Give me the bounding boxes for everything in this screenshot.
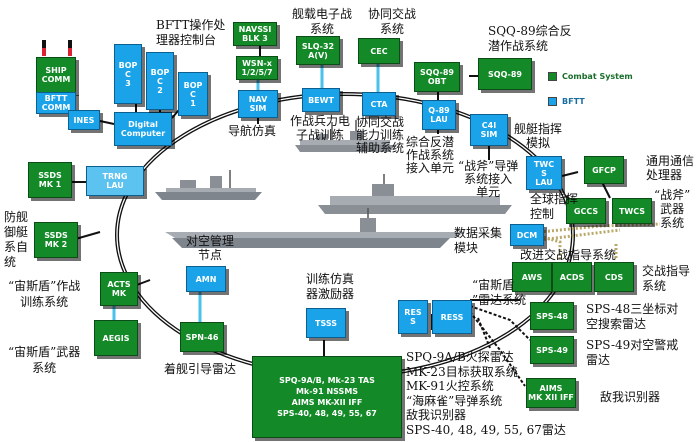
asw-label: 综合反潜 作战系统 接入单元: [406, 135, 455, 175]
c4i-sim-box: C4I SIM: [470, 114, 508, 146]
tsss-box: TSSS: [306, 308, 346, 338]
amphibious-ship: [318, 174, 512, 214]
aircraft-carrier: [165, 208, 465, 248]
gfcp-box: GFCP: [584, 156, 624, 184]
ssds-mk1-box: SSDS MK 1: [28, 162, 72, 198]
wsn-x-box: WSN-x 1/2/5/7: [236, 56, 278, 80]
legend-combat-system: Combat System: [562, 72, 633, 81]
digital-computer-box: Digital Computer: [114, 112, 172, 146]
aegis-weapon-label: “宙斯盾”武器 系统: [8, 345, 81, 375]
slq-32-box: SLQ-32 A(V): [296, 36, 340, 65]
nav-sim-label: 导航仿真: [228, 124, 277, 138]
cruiser-ship: [155, 170, 262, 200]
ew-label: 舰载电子战 系统: [292, 7, 353, 36]
cds-box: CDS: [594, 262, 634, 292]
navssi-box: NAVSSI BLK 3: [233, 22, 277, 46]
ines-box: INES: [68, 110, 100, 130]
q89-lau-box: Q-89 LAU: [422, 100, 456, 130]
spn46-label: 着舰引导雷达: [164, 362, 237, 376]
sps48-box: SPS-48: [530, 302, 574, 330]
dcm-box: DCM: [510, 224, 544, 246]
sps49-box: SPS-49: [530, 336, 574, 364]
bop-c3-box: BOP C 3: [114, 44, 142, 104]
sqq89-obt-box: SQQ-89 OBT: [414, 62, 460, 92]
aegis-box: AEGIS: [94, 320, 138, 356]
ship-comm-box: SHIP COMM: [36, 57, 76, 93]
weapons-sensors-block: SPQ-9A/B, Mk-23 TAS Mk-91 NSSMS AIMS MK-…: [252, 356, 402, 438]
ssds-label: 防舰 御艇 系自 统: [4, 210, 29, 269]
bftt-comm-box: BFTT COMM: [36, 92, 76, 114]
res-s-box: RES S: [398, 300, 428, 334]
sqq89-label: SQQ-89综合反 潜作战系统: [488, 24, 572, 53]
bewt-box: BEWT: [302, 88, 340, 112]
trng-lau-box: TRNG LAU: [86, 166, 144, 196]
nav-sim-box: NAV SIM: [238, 90, 278, 118]
bewt-label: 作战兵力电 子战训练: [290, 114, 351, 142]
cta-box: CTA: [362, 92, 396, 116]
aws-label: 改进交战指导系统: [520, 248, 617, 262]
bftt-console-label: BFTT操作处 理器控制台: [156, 18, 226, 47]
legend-bftt: BFTT: [562, 97, 585, 106]
cec-box: CEC: [358, 38, 400, 64]
tomahawk-lau-label: “战斧”导弹 系统接入 单元: [458, 159, 519, 199]
legend-swatch-bftt: [548, 97, 557, 106]
tsss-label: 训练仿真 器激励器: [306, 272, 355, 301]
aegis-training-label: “宙斯盾”作战 训练系统: [8, 279, 81, 309]
bop-c2-box: BOP C 2: [146, 52, 174, 110]
cds-label: 交战指导 系统: [642, 264, 691, 293]
c4i-label: 舰艇指挥 模拟: [514, 122, 563, 150]
weapons-sensors-label: SPQ-9A/B火探雷达 MK-23目标获取系统 MK-91火控系统 “海麻雀”…: [406, 350, 566, 437]
gccs-box: GCCS: [566, 198, 606, 224]
gfcp-label: 通用通信 处理器: [646, 154, 695, 182]
cta-label: 协同交战 能力训练 辅助系统: [356, 115, 405, 155]
twcs-lau-box: TWC S LAU: [526, 156, 562, 190]
dcm-label: 数据采集 模块: [454, 226, 503, 255]
top-connectors: [256, 44, 490, 160]
amn-label: 对空管理 节点: [186, 234, 235, 262]
gccs-label: 全球指挥 控制: [530, 192, 579, 221]
sqq89-box: SQQ-89: [478, 58, 532, 90]
sps48-label: SPS-48三坐标对 空搜索雷达: [586, 302, 679, 331]
iff-label: 敌我识别器: [600, 390, 661, 404]
aims-box: AIMS MK XII IFF: [526, 378, 576, 408]
destroyer-ship: [295, 120, 395, 152]
cec-label: 协同交战 系统: [368, 7, 417, 36]
ssds-mk2-box: SSDS MK 2: [34, 222, 78, 258]
ress-label: “宙斯盾 ”雷达系统: [472, 278, 527, 307]
spn46-box: SPN-46: [180, 322, 224, 352]
sps49-label: SPS-49对空警戒 雷达: [586, 338, 679, 367]
amn-box: AMN: [186, 266, 226, 292]
legend-swatch-combat: [548, 72, 557, 81]
bop-c1-box: BOP C 1: [178, 72, 208, 116]
ress-box: RESS: [432, 300, 472, 334]
aws-box: AWS: [512, 262, 552, 292]
twcs-box: TWCS: [612, 198, 652, 224]
twcs-label: “战斧” 武器 系统: [654, 188, 691, 230]
acds-box: ACDS: [552, 262, 592, 292]
acts-mk-box: ACTS MK: [100, 272, 138, 306]
